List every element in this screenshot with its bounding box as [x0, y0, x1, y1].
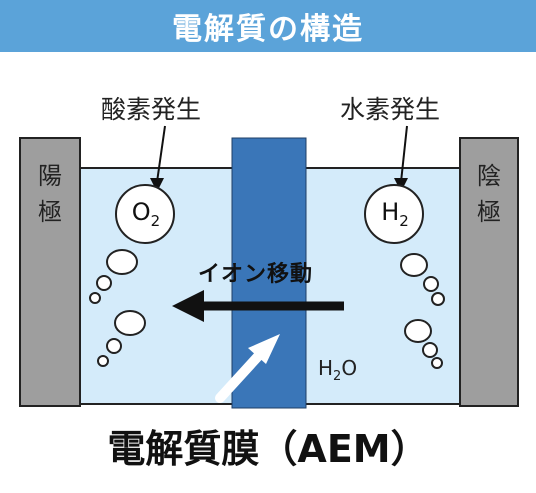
o2-subscript: 2	[150, 211, 161, 230]
h2-molecule: H2	[370, 200, 420, 229]
water-subscript: 2	[333, 369, 342, 384]
bubble	[106, 338, 122, 354]
bubble	[89, 292, 101, 304]
bubble	[400, 253, 428, 277]
bubble	[431, 357, 443, 369]
cathode-plate	[459, 137, 519, 407]
membrane-title: 電解質膜（AEM）	[107, 427, 429, 471]
ion-arrow-head	[172, 290, 204, 322]
oxygen-pointer-line	[156, 125, 166, 183]
bubble	[422, 342, 438, 358]
header-banner: 電解質の構造	[0, 0, 536, 52]
h2-bubble	[364, 184, 424, 244]
bubble	[114, 310, 146, 336]
oxygen-generation-label: 酸素発生	[101, 95, 202, 124]
anode-plate	[19, 137, 81, 407]
bubble	[404, 319, 432, 343]
anode-label: 陽極	[30, 158, 70, 230]
hydrogen-generation-label: 水素発生	[340, 95, 441, 124]
o2-symbol: O	[131, 198, 151, 226]
h2-subscript: 2	[399, 211, 409, 230]
bubble	[423, 276, 439, 292]
water-label: H2O	[318, 356, 357, 384]
membrane-pointer-shaft	[215, 347, 267, 403]
page-title: 電解質の構造	[172, 12, 364, 47]
ion-movement-label: イオン移動	[198, 262, 314, 287]
hydrogen-pointer-line	[400, 125, 408, 183]
membrane	[231, 137, 307, 409]
cathode-label: 陰極	[469, 158, 509, 230]
cathode-bubbles	[400, 253, 445, 369]
anode-bubbles	[89, 249, 146, 367]
cathode-label-text: 陰極	[477, 162, 501, 226]
water-h: H	[318, 356, 334, 380]
o2-bubble	[115, 184, 175, 244]
h2-symbol: H	[381, 198, 400, 226]
membrane-pointer-head	[248, 334, 280, 364]
bubble	[96, 275, 112, 291]
anode-label-text: 陽極	[38, 162, 62, 226]
water-o: O	[341, 356, 358, 380]
o2-molecule: O2	[121, 200, 171, 229]
oxygen-pointer-head	[150, 178, 164, 192]
bubble	[431, 292, 445, 306]
bubble	[106, 249, 138, 275]
bubble	[97, 355, 109, 367]
